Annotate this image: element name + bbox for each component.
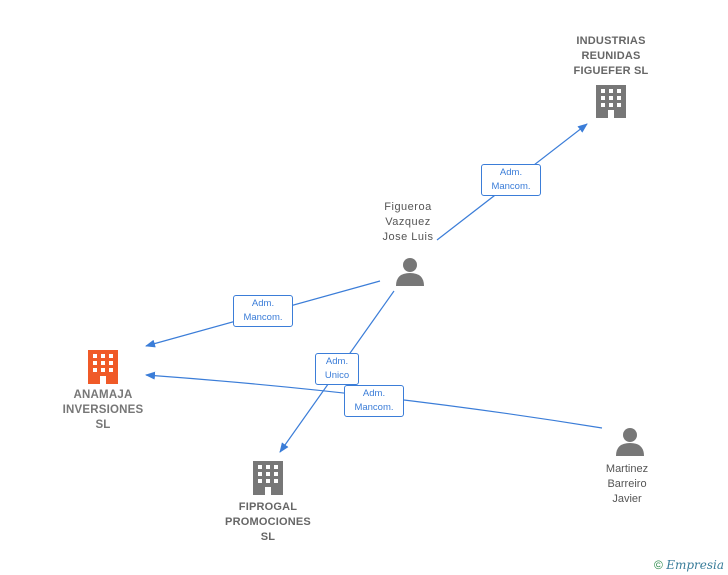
edge-label-figueroa-industrias: Adm. Mancom.: [481, 164, 541, 196]
building-icon[interactable]: [253, 461, 283, 495]
copyright-footer: © Empresia: [654, 558, 724, 572]
node-label-martinez[interactable]: Martinez Barreiro Javier: [605, 463, 649, 505]
building-icon[interactable]: [596, 85, 626, 118]
edge-label-figueroa-anamaja: Adm. Mancom.: [233, 295, 293, 327]
brand-logo: Empresia: [666, 558, 724, 572]
edge-label-martinez-anamaja: Adm. Mancom.: [344, 385, 404, 417]
edge-label-figueroa-fiprogal: Adm. Unico: [315, 353, 359, 385]
copyright-symbol: ©: [654, 558, 663, 572]
person-icon[interactable]: [396, 258, 424, 286]
node-label-anamaja[interactable]: ANAMAJA INVERSIONES SL: [62, 389, 144, 431]
node-label-fiprogal[interactable]: FIPROGAL PROMOCIONES SL: [225, 501, 311, 543]
node-label-industrias[interactable]: INDUSTRIAS REUNIDAS FIGUEFER SL: [573, 35, 649, 77]
node-label-figueroa[interactable]: Figueroa Vazquez Jose Luis: [382, 201, 434, 243]
person-icon[interactable]: [616, 428, 644, 456]
building-icon[interactable]: [88, 350, 118, 384]
